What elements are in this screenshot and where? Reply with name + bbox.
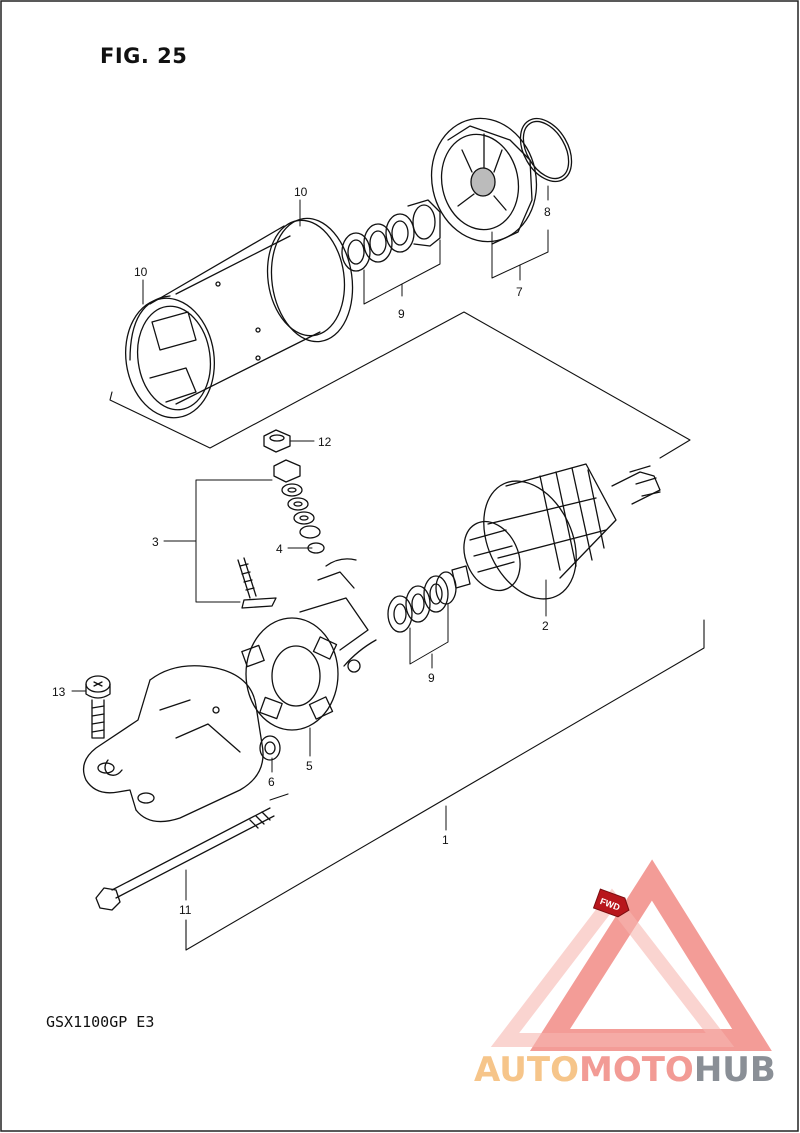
armature-part xyxy=(451,463,661,600)
callout-6: 6 xyxy=(268,775,275,789)
nut-stack-part xyxy=(263,429,325,554)
callout-12: 12 xyxy=(318,435,332,449)
bolt-part-3 xyxy=(237,557,277,609)
callout-5: 5 xyxy=(306,759,313,773)
callout-11: 11 xyxy=(179,903,192,917)
washer-set-lower xyxy=(387,571,457,633)
callout-4: 4 xyxy=(276,542,283,556)
callout-3: 3 xyxy=(152,535,159,549)
watermark-text: AUTOMOTOHUB xyxy=(474,1050,776,1090)
brush-holder-part xyxy=(241,558,377,731)
yoke-housing-part xyxy=(124,217,354,419)
callout-9-upper: 9 xyxy=(398,307,405,321)
washer-set-upper xyxy=(341,199,441,272)
callout-9-lower: 9 xyxy=(428,671,435,685)
callout-10-left: 10 xyxy=(134,265,148,279)
callout-7: 7 xyxy=(516,285,523,299)
through-bolt-part xyxy=(95,807,275,911)
assembly-outline xyxy=(109,311,705,951)
watermark-part-moto: MOTO xyxy=(578,1050,694,1090)
fwd-arrow-badge: FWD xyxy=(592,888,630,918)
callout-1: 1 xyxy=(442,833,449,847)
callout-13: 13 xyxy=(52,685,66,699)
model-code: GSX1100GP E3 xyxy=(46,1013,155,1031)
callout-labels: 10 10 9 7 8 12 3 4 2 9 13 6 5 1 11 xyxy=(52,185,551,917)
bearing-part xyxy=(259,735,281,761)
o-ring-part xyxy=(519,117,573,183)
watermark-part-auto: AUTO xyxy=(474,1050,579,1090)
bolt-part-13 xyxy=(85,675,111,739)
callout-2: 2 xyxy=(542,619,549,633)
callout-10-upper: 10 xyxy=(294,185,308,199)
watermark-part-hub: HUB xyxy=(693,1050,776,1090)
watermark-logo xyxy=(490,859,772,1051)
callout-8: 8 xyxy=(544,205,551,219)
rear-bracket-part xyxy=(82,665,264,823)
figure-title: FIG. 25 xyxy=(100,44,188,68)
leader-lines xyxy=(71,185,549,901)
